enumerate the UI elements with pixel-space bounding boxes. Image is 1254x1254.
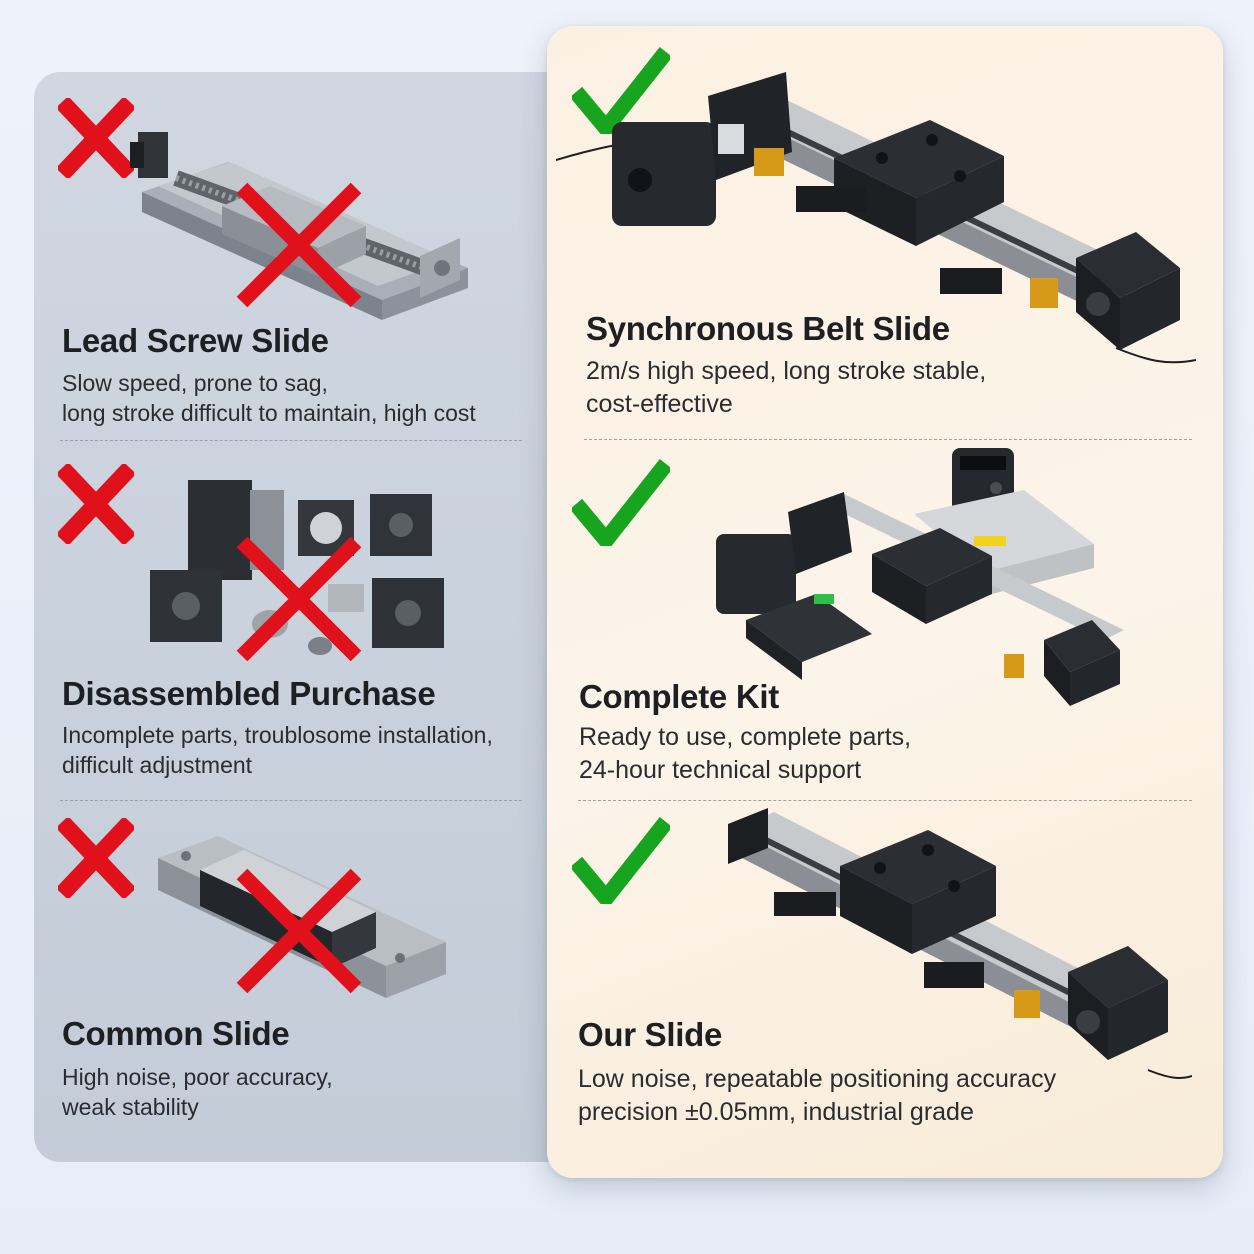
synchronous-belt-title: Synchronous Belt Slide	[586, 310, 950, 347]
left-divider-2	[60, 800, 522, 801]
common-slide-description: High noise, poor accuracy, weak stabilit…	[62, 1062, 333, 1123]
our-slide-desc-line-2: precision ±0.05mm, industrial grade	[578, 1098, 974, 1126]
check-mark-icon	[572, 47, 670, 134]
check-mark-icon	[572, 817, 670, 904]
disassembled-description: Incomplete parts, troublosome installati…	[62, 720, 493, 781]
lead-screw-description: Slow speed, prone to sag, long stroke di…	[62, 368, 476, 429]
complete-kit-desc-line-1: Ready to use, complete parts,	[579, 723, 912, 751]
synchronous-belt-desc-line-2: cost-effective	[586, 390, 733, 418]
complete-kit-desc-line-2: 24-hour technical support	[579, 756, 862, 784]
our-slide-description: Low noise, repeatable positioning accura…	[578, 1063, 1056, 1129]
lead-screw-desc-line-2: long stroke difficult to maintain, high …	[62, 400, 476, 427]
x-overlay-icon	[236, 868, 362, 994]
lead-screw-title: Lead Screw Slide	[62, 322, 329, 359]
synchronous-belt-slide-image	[556, 72, 1196, 364]
disassembled-parts-image	[150, 480, 444, 655]
synchronous-belt-desc-line-1: 2m/s high speed, long stroke stable,	[586, 357, 987, 385]
x-mark-icon	[58, 98, 134, 178]
common-slide-title: Common Slide	[62, 1015, 290, 1052]
disassembled-desc-line-2: difficult adjustment	[62, 752, 253, 779]
right-divider-1	[584, 439, 1192, 440]
x-mark-icon	[58, 818, 134, 898]
disassembled-title: Disassembled Purchase	[62, 675, 436, 712]
x-overlay-icon	[236, 536, 362, 662]
our-slide-desc-line-1: Low noise, repeatable positioning accura…	[578, 1065, 1057, 1093]
disassembled-desc-line-1: Incomplete parts, troublosome installati…	[62, 722, 493, 748]
right-divider-2	[578, 800, 1192, 801]
common-slide-desc-line-2: weak stability	[62, 1094, 199, 1121]
synchronous-belt-description: 2m/s high speed, long stroke stable, cos…	[586, 355, 986, 421]
left-divider-1	[60, 440, 522, 441]
complete-kit-description: Ready to use, complete parts, 24-hour te…	[579, 721, 911, 787]
our-slide-title: Our Slide	[578, 1016, 722, 1053]
our-slide-image	[728, 808, 1192, 1079]
complete-kit-image	[716, 448, 1124, 706]
lead-screw-desc-line-1: Slow speed, prone to sag,	[62, 370, 328, 396]
x-overlay-icon	[236, 182, 362, 308]
complete-kit-title: Complete Kit	[579, 678, 779, 715]
check-mark-icon	[572, 459, 670, 546]
common-slide-desc-line-1: High noise, poor accuracy,	[62, 1064, 333, 1090]
x-mark-icon	[58, 464, 134, 544]
